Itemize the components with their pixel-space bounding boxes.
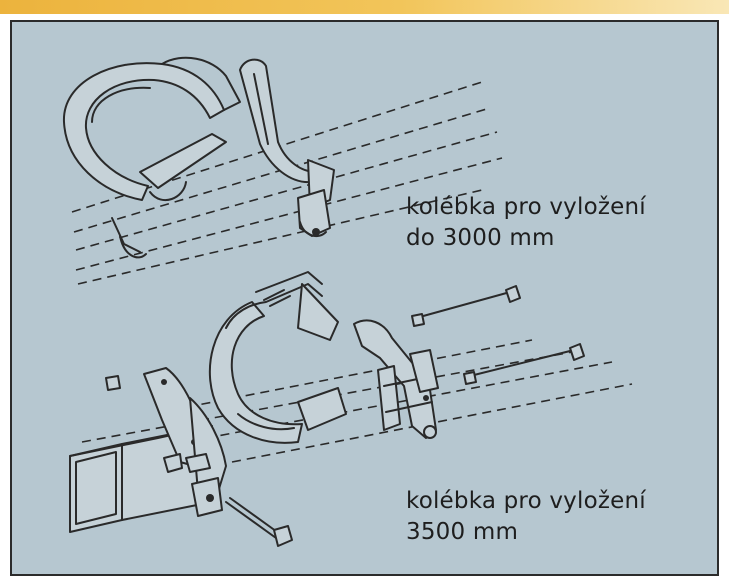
header-accent-band (0, 0, 729, 14)
long-bolts (225, 285, 585, 547)
cradle-illustration (62, 56, 633, 547)
caption-cradle-3500: kolébka pro vyložení 3500 mm (406, 486, 646, 548)
upper-cradle-assembly (62, 56, 503, 285)
right-side-plates (353, 319, 439, 439)
half-ring-cradle (208, 271, 347, 444)
caption-cradle-3500-line2: 3500 mm (406, 519, 519, 545)
upper-saddle-clamp (239, 58, 335, 238)
caption-cradle-3000: kolébka pro vyložení do 3000 mm (406, 192, 646, 254)
upper-ring-clamp (62, 56, 241, 259)
left-side-plates (105, 367, 227, 517)
lower-cradle-assembly (69, 271, 633, 547)
caption-cradle-3500-line1: kolébka pro vyložení (406, 488, 646, 514)
caption-cradle-3000-line2: do 3000 mm (406, 225, 555, 251)
diagram-panel: kolébka pro vyložení do 3000 mm kolébka … (10, 20, 719, 576)
caption-cradle-3000-line1: kolébka pro vyložení (406, 194, 646, 220)
